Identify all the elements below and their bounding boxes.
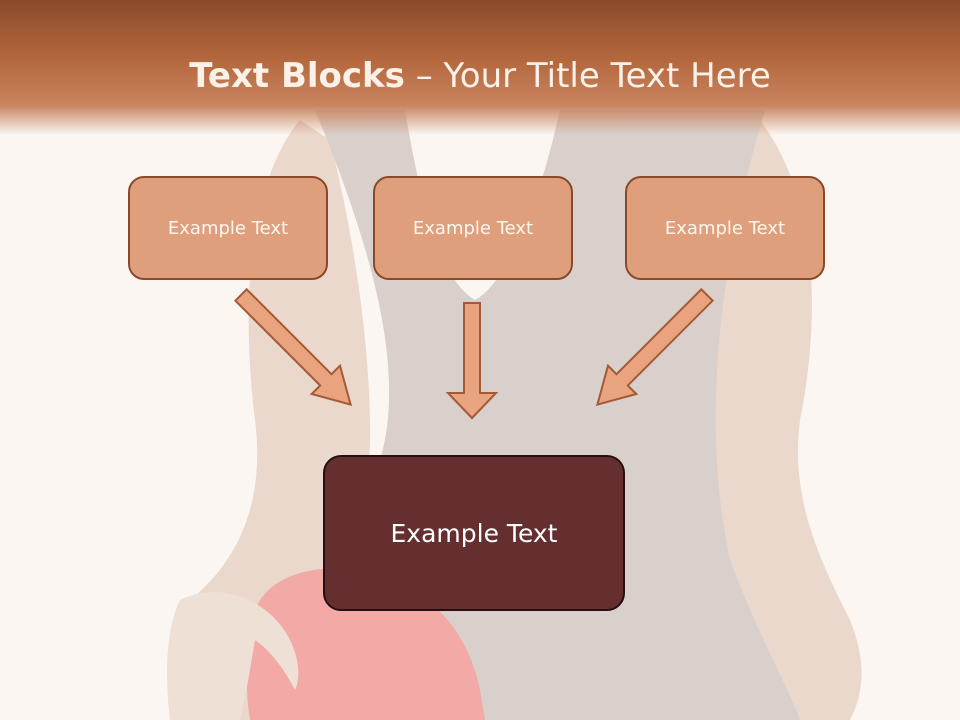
text-block-center-label: Example Text: [412, 217, 534, 239]
title-bold: Text Blocks: [189, 56, 405, 96]
title-dash: –: [404, 56, 444, 96]
text-block-left[interactable]: Example Text: [128, 176, 328, 280]
slide-title: Text Blocks – Your Title Text Here: [0, 52, 960, 100]
text-block-center[interactable]: Example Text: [373, 176, 573, 280]
text-block-main-label: Example Text: [390, 518, 558, 548]
title-rest: Your Title Text Here: [443, 56, 771, 96]
text-block-right[interactable]: Example Text: [625, 176, 825, 280]
hand-shape: [167, 592, 299, 720]
text-block-right-label: Example Text: [664, 217, 786, 239]
text-block-main[interactable]: Example Text: [323, 455, 625, 611]
header-band: [0, 0, 960, 135]
text-block-left-label: Example Text: [167, 217, 289, 239]
